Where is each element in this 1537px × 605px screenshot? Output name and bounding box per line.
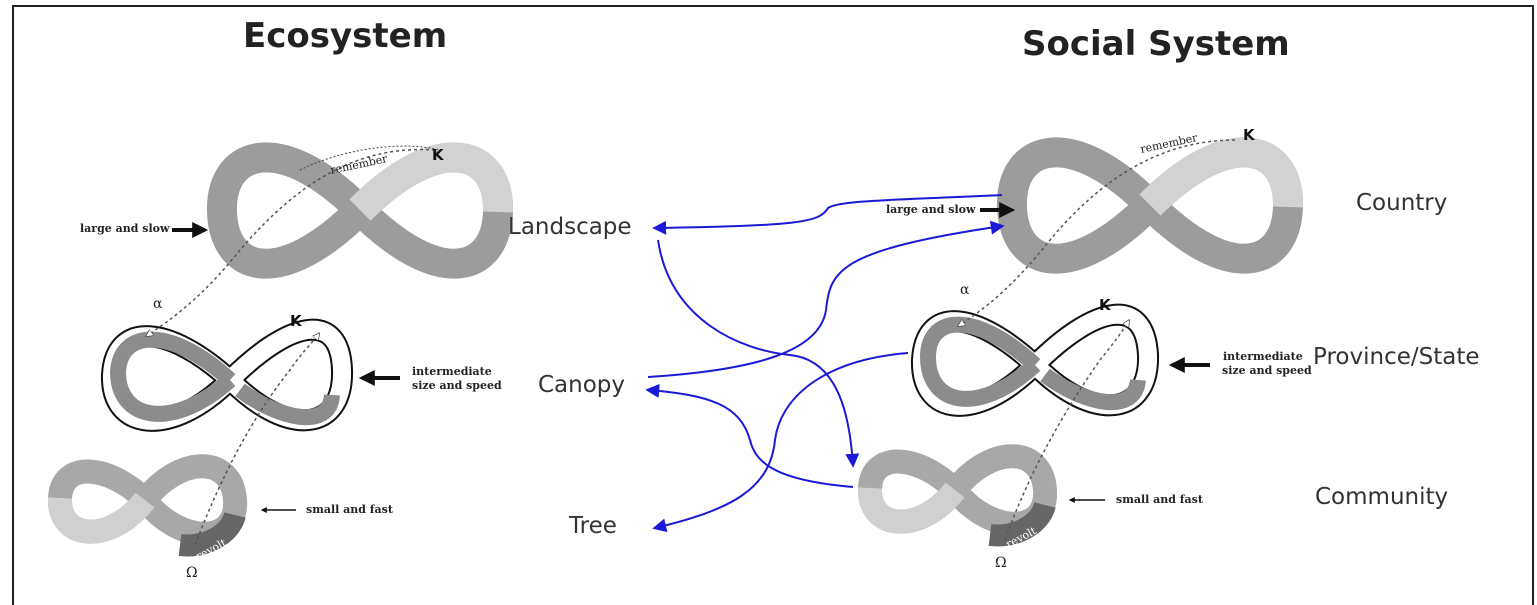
connector-canopy-to-country [647, 220, 1005, 378]
eco-intermediate-cycle [101, 318, 354, 432]
soc-large-cycle [997, 137, 1303, 274]
soc-remember-arrow [960, 139, 1236, 325]
soc-large-label: large and slow [886, 203, 976, 216]
eco-k-intermediate: K [290, 312, 302, 330]
label-canopy: Canopy [538, 372, 626, 398]
eco-revolt-arrow [194, 335, 318, 546]
social-system-title: Social System [1022, 24, 1290, 64]
eco-omega: Ω [186, 565, 198, 581]
label-country: Country [1356, 190, 1448, 216]
soc-k-intermediate: K [1099, 296, 1111, 314]
eco-intermediate-label-2: size and speed [412, 379, 502, 392]
diagram-frame [12, 5, 1534, 605]
soc-intermediate-label-1: intermediate [1223, 350, 1303, 363]
connector-landscape-to-community [657, 239, 860, 468]
connector-country-to-landscape [652, 194, 1003, 235]
eco-small-cycle [48, 454, 248, 557]
soc-small-label: small and fast [1116, 493, 1203, 506]
soc-revolt-arrow [1004, 322, 1128, 541]
ecosystem-title: Ecosystem [243, 16, 448, 56]
eco-remember-arrow [148, 148, 436, 335]
label-landscape: Landscape [508, 214, 632, 240]
eco-small-label: small and fast [306, 503, 393, 516]
label-tree: Tree [569, 513, 617, 539]
soc-small-cycle [858, 444, 1058, 547]
connector-province-to-tree [652, 352, 909, 533]
eco-intermediate-label-1: intermediate [412, 365, 492, 378]
soc-alpha: α [960, 282, 970, 298]
eco-large-label: large and slow [80, 222, 170, 235]
soc-intermediate-label-2: size and speed [1222, 364, 1312, 377]
panarchy-diagram [48, 137, 1303, 557]
soc-omega: Ω [995, 555, 1007, 571]
soc-k-large: K [1243, 126, 1255, 144]
eco-k-large: K [432, 146, 444, 164]
soc-intermediate-cycle [911, 303, 1160, 417]
label-province-state: Province/State [1313, 344, 1480, 370]
eco-large-cycle [207, 142, 513, 279]
eco-alpha: α [153, 296, 163, 312]
connector-community-to-canopy [645, 383, 854, 488]
label-community: Community [1315, 484, 1449, 510]
